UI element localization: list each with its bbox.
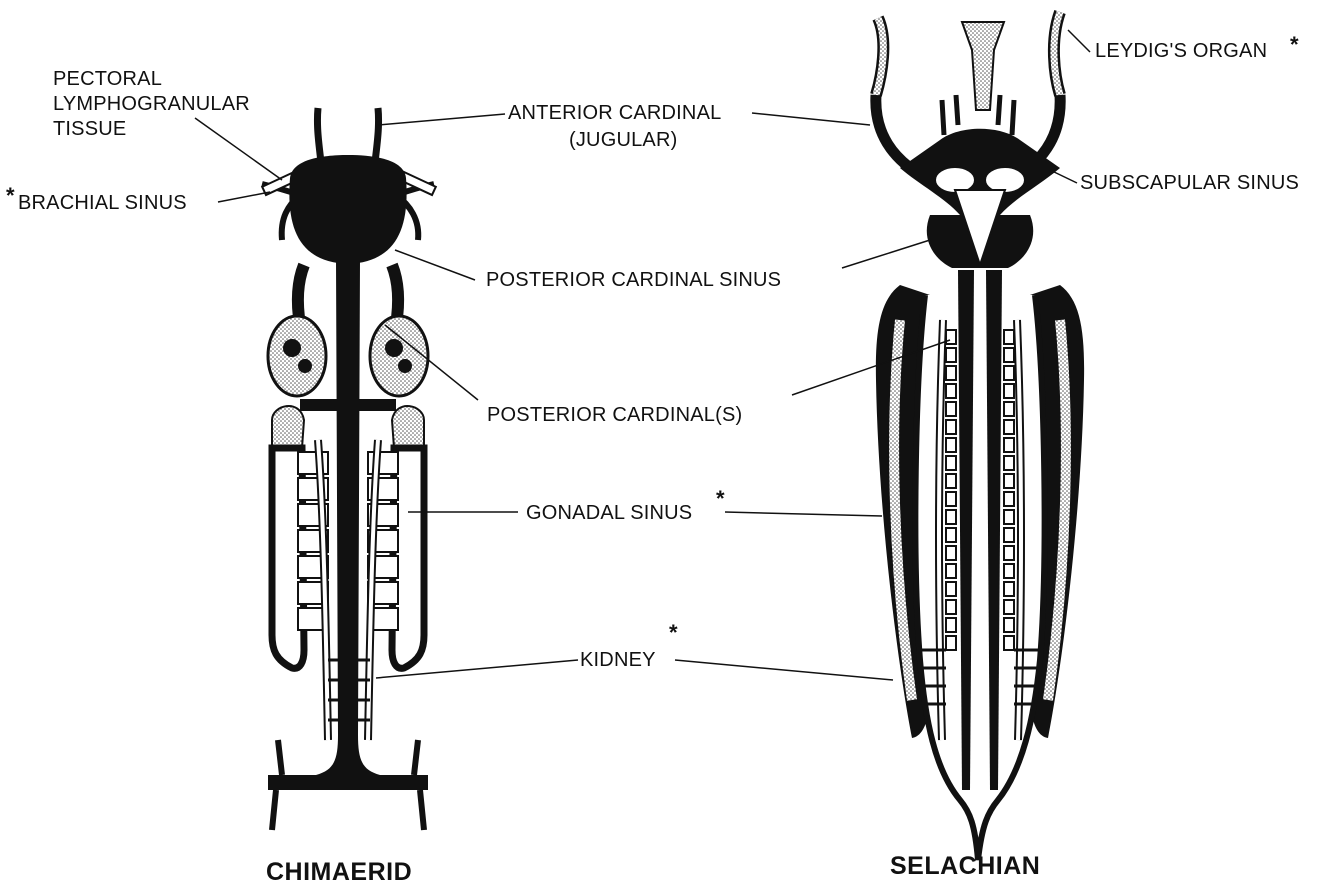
- label-kidney: KIDNEY: [580, 650, 656, 671]
- chimaerid-caudal-vessel: [268, 775, 428, 790]
- label-subscapular-sinus: SUBSCAPULAR SINUS: [1080, 173, 1299, 194]
- chimaerid-posterior-cardinal-sinus: [289, 155, 406, 264]
- label-anterior-cardinal-line2: (JUGULAR): [569, 130, 677, 151]
- label-anterior-cardinal-line1: ANTERIOR CARDINAL: [508, 103, 721, 124]
- brachial-sinus-asterisk: *: [6, 183, 15, 209]
- label-posterior-cardinal-sinus: POSTERIOR CARDINAL SINUS: [486, 270, 781, 291]
- gonadal-sinus-asterisk: *: [716, 486, 725, 512]
- selachian-body-outline: [915, 295, 1044, 860]
- chimaerid-figure: [262, 108, 436, 830]
- label-pectoral-line1: PECTORAL: [53, 69, 162, 90]
- label-leydigs-organ: LEYDIG'S ORGAN: [1095, 41, 1267, 62]
- chimaerid-gonad-right: [370, 316, 428, 396]
- label-pectoral-line3: TISSUE: [53, 119, 126, 140]
- kidney-asterisk: *: [669, 620, 678, 646]
- title-selachian: SELACHIAN: [890, 852, 1040, 881]
- label-brachial-sinus: BRACHIAL SINUS: [18, 193, 187, 214]
- label-gonadal-sinus: GONADAL SINUS: [526, 503, 692, 524]
- chimaerid-gonad-left: [268, 316, 326, 396]
- selachian-figure: [876, 12, 1084, 860]
- leydigs-organ-asterisk: *: [1290, 32, 1299, 58]
- title-chimaerid: CHIMAERID: [266, 858, 412, 887]
- label-pectoral-line2: LYMPHOGRANULAR: [53, 94, 250, 115]
- label-posterior-cardinals: POSTERIOR CARDINAL(S): [487, 405, 742, 426]
